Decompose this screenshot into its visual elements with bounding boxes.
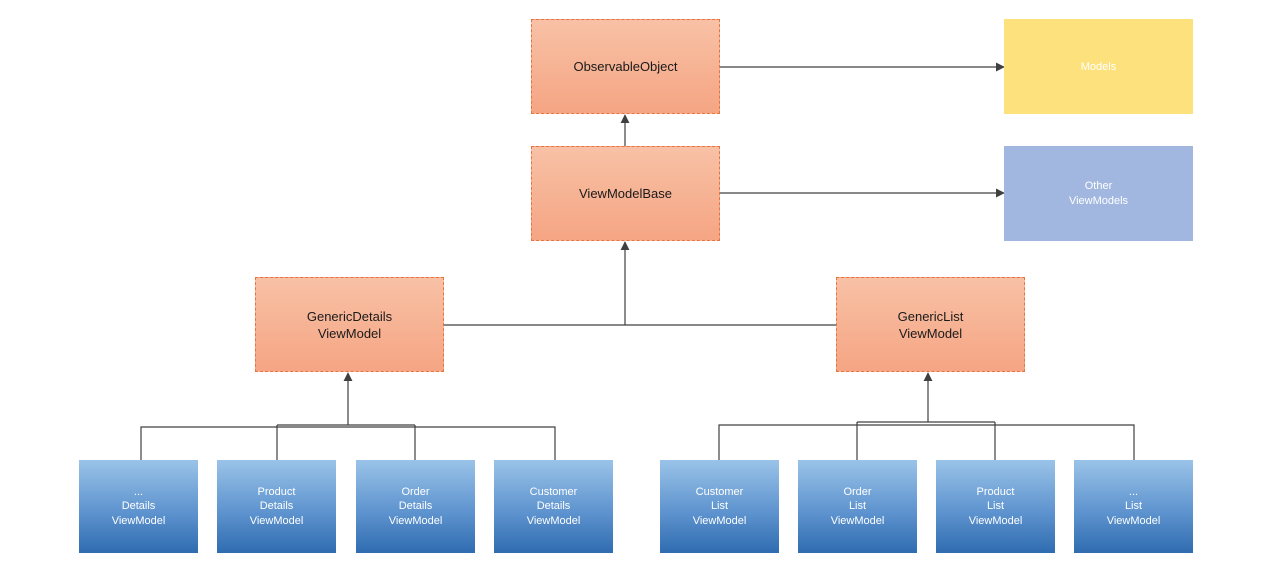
node-label-line: Order [401, 485, 430, 498]
node-label-line: ViewModel [111, 514, 166, 527]
node-label-line: ... [133, 485, 144, 498]
node-label-line: List [1124, 500, 1143, 513]
node-label-line: Order [843, 485, 872, 498]
observable-object-node: ObservableObject [531, 19, 720, 114]
node-label-line: List [848, 500, 867, 513]
edge-details-bus [140, 426, 556, 460]
node-label-line: List [986, 500, 1005, 513]
node-label-line: Details [121, 500, 156, 513]
node-label-line: ViewModel [1106, 514, 1161, 527]
node-label-line: List [710, 500, 729, 513]
node-label-line: ViewModelBase [579, 186, 672, 201]
node-label-line: Customer [695, 485, 744, 498]
node-label-line: Product [257, 485, 296, 498]
node-label-line: ViewModels [1068, 194, 1129, 207]
view-model-base-node: ViewModelBase [531, 146, 720, 241]
node-label-line: ViewModel [526, 514, 581, 527]
edge-list-bus [718, 424, 1135, 460]
node-label-line: Other [1084, 179, 1113, 192]
node-label-line: ViewModel [317, 325, 382, 341]
node-label-line: ViewModel [249, 514, 304, 527]
node-label-line: ObservableObject [573, 59, 678, 74]
node-label-line: Details [536, 500, 571, 513]
node-label-line: GenericList [897, 308, 964, 324]
node-label-line: Details [259, 500, 294, 513]
node-label-line: ViewModel [898, 325, 963, 341]
models-node: Models [1004, 19, 1193, 114]
node-label-line: Details [398, 500, 433, 513]
node-label-line: Models [1080, 60, 1117, 73]
node-label-line: GenericDetails [306, 308, 393, 324]
node-label-line: ... [1128, 485, 1139, 498]
node-label-line: ViewModel [830, 514, 885, 527]
node-label-line: ViewModel [968, 514, 1023, 527]
node-label-line: Customer [529, 485, 578, 498]
node-label-line: ViewModel [388, 514, 443, 527]
node-label-line: ViewModel [692, 514, 747, 527]
node-label-line: Product [976, 485, 1015, 498]
